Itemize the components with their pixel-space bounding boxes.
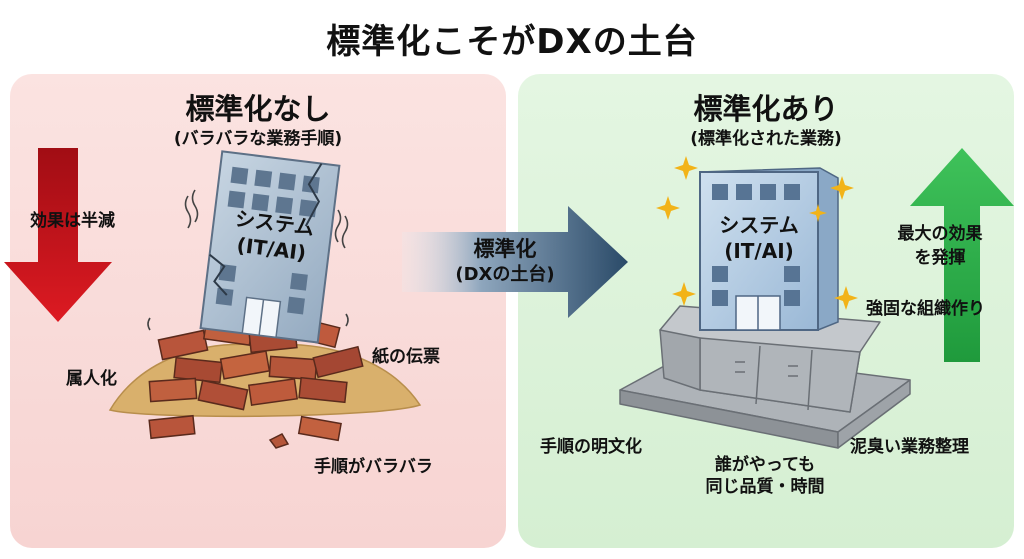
max-effect-line2: を発揮 xyxy=(914,248,966,268)
label-half-effect: 効果は半減 xyxy=(30,211,115,231)
label-inconsistent-steps: 手順がバラバラ xyxy=(314,457,433,477)
label-documented-steps: 手順の明文化 xyxy=(540,437,642,457)
healthy-building xyxy=(699,167,839,331)
label-same-quality: 誰がやっても 同じ品質・時間 xyxy=(690,454,840,498)
left-panel-subtitle: (バラバラな業務手順) xyxy=(173,129,343,149)
right-panel-subtitle: (標準化された業務) xyxy=(690,129,842,149)
right-panel-title: 標準化あり xyxy=(693,92,839,126)
right-building-line1: システム xyxy=(719,213,799,237)
sparkle-icons xyxy=(656,156,858,310)
arrow-label-line2: (DXの土台) xyxy=(455,264,555,285)
standardization-arrow-label: 標準化 (DXの土台) xyxy=(430,236,580,288)
concrete-foundation xyxy=(619,305,911,449)
label-business-cleanup: 泥臭い業務整理 xyxy=(850,437,969,457)
label-paper-slips: 紙の伝票 xyxy=(372,347,440,367)
left-panel-title: 標準化なし xyxy=(185,92,331,126)
arrow-label-line1: 標準化 xyxy=(473,237,537,261)
right-building-label: システム (IT/AI) xyxy=(700,212,818,264)
same-quality-line2: 同じ品質・時間 xyxy=(705,477,825,497)
label-person-dependent: 属人化 xyxy=(66,369,117,389)
standardization-arrow xyxy=(402,206,628,318)
label-max-effect: 最大の効果 を発揮 xyxy=(880,222,1000,270)
broken-building xyxy=(199,150,341,344)
green-up-arrow xyxy=(910,148,1014,362)
label-strong-organization: 強固な組織作り xyxy=(866,299,985,319)
shake-marks xyxy=(147,189,349,331)
max-effect-line1: 最大の効果 xyxy=(897,224,983,244)
right-building-line2: (IT/AI) xyxy=(724,239,794,263)
page-title: 標準化こそがDXの土台 xyxy=(326,22,698,62)
same-quality-line1: 誰がやっても xyxy=(714,455,816,475)
red-down-arrow xyxy=(4,148,112,322)
